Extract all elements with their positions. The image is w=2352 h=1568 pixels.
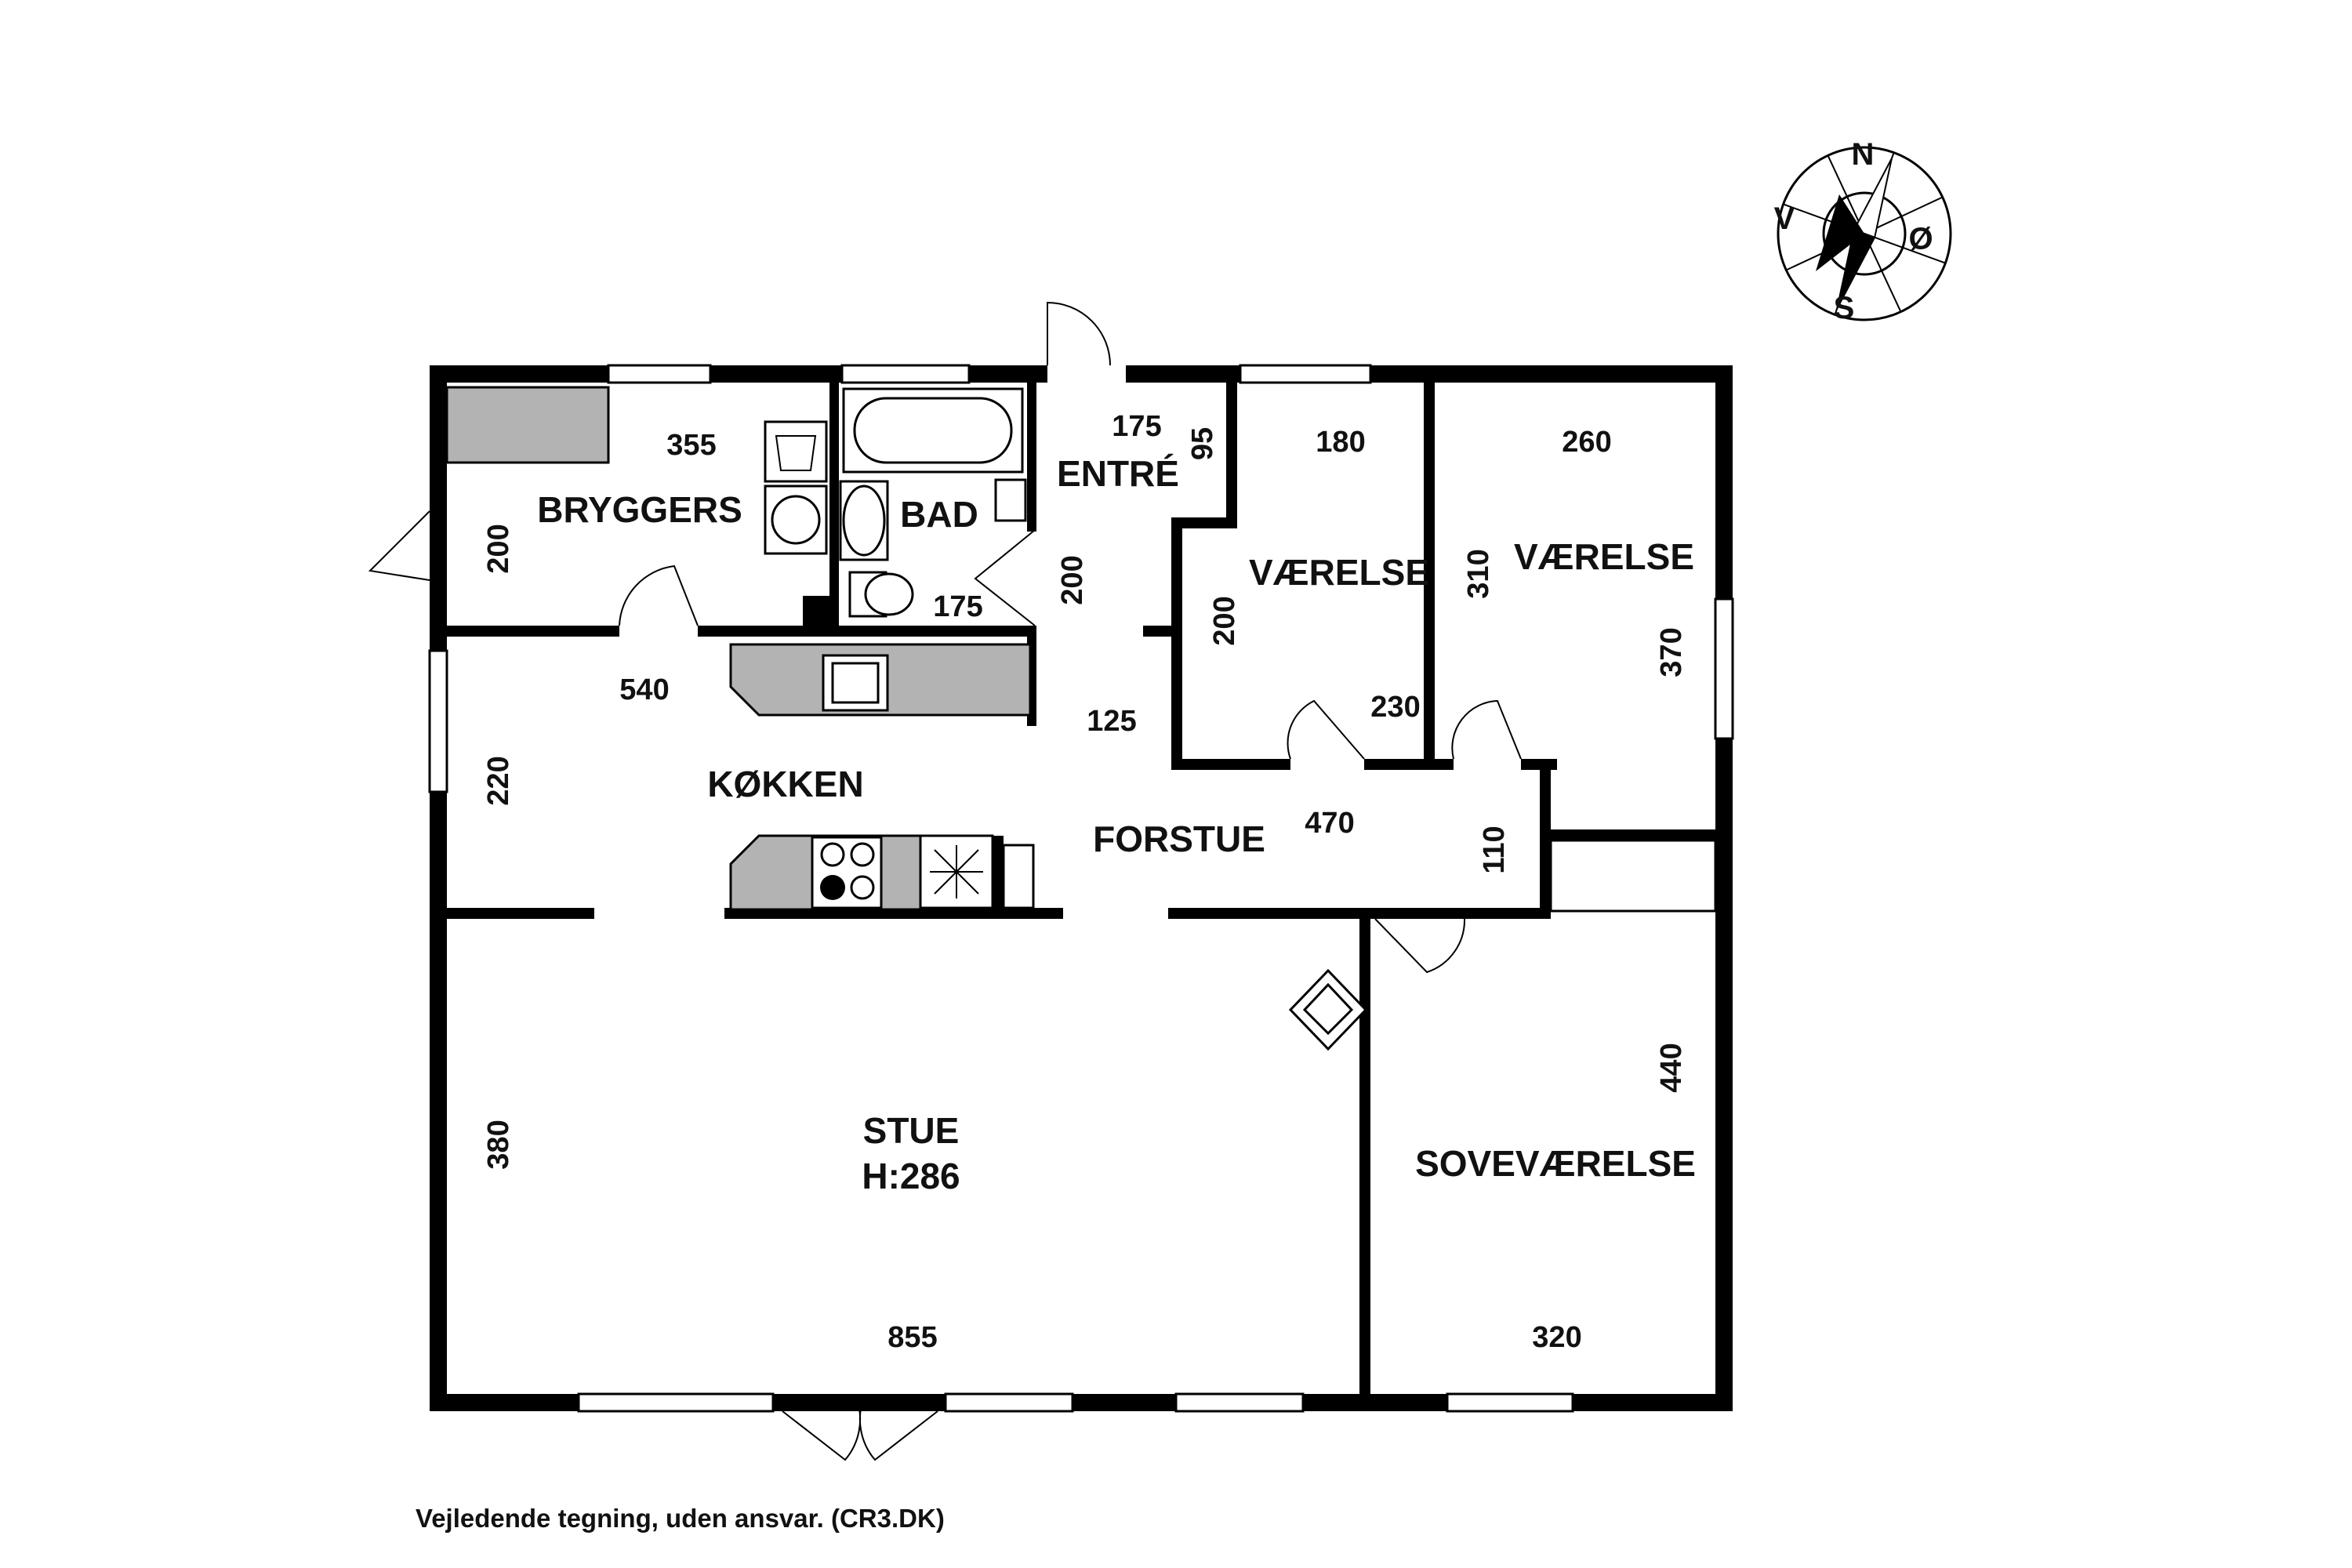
dim-koekken-width: 540: [619, 673, 669, 706]
interior-walls: [447, 383, 1715, 1394]
compass-east-label: Ø: [1908, 222, 1933, 256]
stove-icon: [1288, 968, 1368, 1051]
room-label-vaerelse-2: VÆRELSE: [1514, 536, 1694, 577]
room-label-entre: ENTRÉ: [1057, 453, 1179, 494]
dim-sovevaerelse-width: 320: [1532, 1321, 1581, 1354]
dim-vaerelse-1-depth: 200: [1208, 596, 1241, 645]
dim-vaerelse-2-depth-left: 310: [1462, 549, 1495, 598]
bad-fixtures: [839, 387, 1027, 618]
room-label-vaerelse-1: VÆRELSE: [1249, 552, 1429, 593]
dim-koekken-depth: 220: [482, 756, 515, 805]
dim-bad-width: 175: [933, 590, 982, 623]
kitchen-counter-upper: [729, 643, 1032, 717]
dim-bryggers-width: 355: [666, 429, 716, 462]
bryggers-fixtures: [445, 386, 828, 555]
room-label-bad: BAD: [900, 494, 978, 535]
dim-vaerelse-1-top: 180: [1316, 426, 1365, 459]
dim-bryggers-depth: 200: [482, 524, 515, 573]
room-label-bryggers: BRYGGERS: [537, 489, 742, 530]
room-label-stue-height: H:286: [862, 1156, 960, 1196]
dim-entre-hall-length: 200: [1056, 555, 1089, 604]
dim-vaerelse-2-depth-right: 370: [1655, 627, 1688, 677]
closet: [1549, 839, 1717, 913]
door-swings: [368, 301, 1522, 1461]
disclaimer-caption: Vejledende tegning, uden ansvar. (CR3.DK…: [416, 1504, 945, 1533]
windows: [428, 364, 1734, 1413]
dim-forstue-width: 470: [1305, 807, 1354, 840]
compass-west-label: V: [1774, 201, 1795, 236]
kitchen-counter-lower: [729, 834, 1035, 911]
compass-icon: [1777, 146, 1952, 321]
compass-south-label: S: [1834, 291, 1855, 325]
dim-stue-width: 855: [887, 1321, 937, 1354]
dim-passage-width: 125: [1087, 705, 1136, 738]
room-label-forstue: FORSTUE: [1093, 818, 1265, 859]
dim-forstue-depth: 110: [1478, 826, 1511, 873]
dim-entre-width: 175: [1112, 410, 1161, 443]
compass-north-label: N: [1852, 137, 1875, 172]
dim-vaerelse-2-top: 260: [1562, 426, 1611, 459]
dim-sovevaerelse-depth: 440: [1655, 1043, 1688, 1092]
room-label-sovevaerelse: SOVEVÆRELSE: [1415, 1143, 1696, 1184]
room-label-koekken: KØKKEN: [707, 764, 863, 804]
room-label-stue: STUE: [863, 1110, 960, 1151]
dim-stue-depth: 380: [482, 1120, 515, 1169]
dim-entre-depth: 95: [1186, 427, 1219, 460]
dim-vaerelse-1-bottom: 230: [1370, 691, 1420, 724]
